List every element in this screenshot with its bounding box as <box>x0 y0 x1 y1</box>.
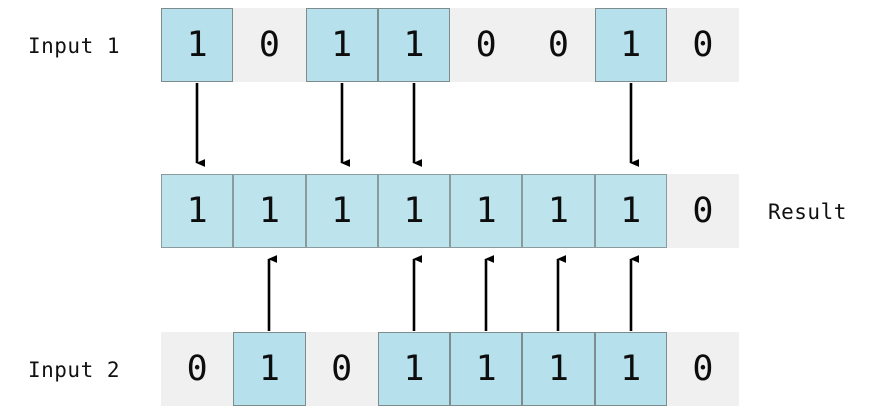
result-bit-6: 1 <box>594 174 667 248</box>
input2-bit-7: 0 <box>666 332 739 406</box>
result-bit-4: 1 <box>450 174 523 248</box>
input2-bit-row: 0 1 0 1 1 1 1 0 <box>161 332 739 406</box>
result-bit-1: 1 <box>233 174 306 248</box>
result-bit-5: 1 <box>522 174 595 248</box>
input2-bit-0: 0 <box>161 332 234 406</box>
input2-bit-6: 1 <box>594 332 667 406</box>
input1-bit-2: 1 <box>305 8 378 82</box>
input2-up-arrow-group <box>267 255 639 331</box>
input1-bit-0: 1 <box>161 8 234 82</box>
input2-bit-3: 1 <box>377 332 450 406</box>
input1-bit-7: 0 <box>666 8 739 82</box>
result-bit-2: 1 <box>305 174 378 248</box>
input1-bit-6: 1 <box>594 8 667 82</box>
input2-label: Input 2 <box>28 358 121 382</box>
input1-label: Input 1 <box>28 34 121 58</box>
input1-bit-row: 1 0 1 1 0 0 1 0 <box>161 8 739 82</box>
result-label: Result <box>768 200 847 224</box>
input1-bit-1: 0 <box>233 8 306 82</box>
input1-down-arrow-group <box>195 83 639 167</box>
input2-bit-2: 0 <box>305 332 378 406</box>
input2-bit-4: 1 <box>450 332 523 406</box>
input1-bit-5: 0 <box>522 8 595 82</box>
input1-bit-4: 0 <box>450 8 523 82</box>
input1-bit-3: 1 <box>377 8 450 82</box>
input2-bit-1: 1 <box>233 332 306 406</box>
input2-bit-5: 1 <box>522 332 595 406</box>
result-bit-row: 1 1 1 1 1 1 1 0 <box>161 174 739 248</box>
result-bit-7: 0 <box>666 174 739 248</box>
result-bit-0: 1 <box>161 174 234 248</box>
result-bit-3: 1 <box>377 174 450 248</box>
